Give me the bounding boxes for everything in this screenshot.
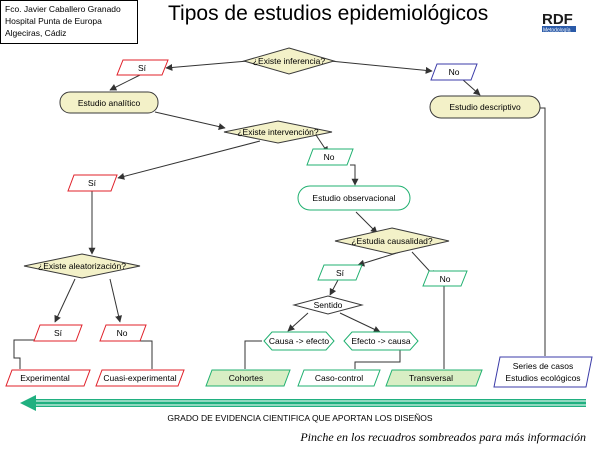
- si-inferencia-label: [116, 59, 169, 76]
- footer-note: Pinche en los recuadros sombreados para …: [300, 430, 586, 444]
- series-ecologicos-node[interactable]: [493, 356, 593, 388]
- si-inferencia-text: Sí: [138, 63, 147, 73]
- no-causalidad-text: No: [440, 274, 451, 284]
- evidence-arrow: [20, 395, 586, 411]
- author-box: Fco. Javier Caballero Granado Hospital P…: [0, 0, 138, 44]
- estudio-descriptivo-text: Estudio descriptivo: [449, 102, 521, 112]
- cohortes-text: Cohortes: [229, 373, 264, 383]
- caso-control-node[interactable]: [297, 369, 381, 387]
- no-intervencion-label: [306, 148, 354, 166]
- series-casos-text: Series de casos: [513, 361, 573, 371]
- experimental-text: Experimental: [20, 373, 70, 383]
- estudio-analitico-text: Estudio analítico: [78, 98, 141, 108]
- cohortes-node[interactable]: [205, 369, 291, 387]
- cuasi-experimental-text: Cuasi-experimental: [103, 373, 176, 383]
- estudio-observacional-text: Estudio observacional: [312, 193, 395, 203]
- causa-efecto-text: Causa -> efecto: [269, 336, 330, 346]
- author-name: Fco. Javier Caballero Granado: [5, 4, 121, 14]
- si-aleatorizacion-label: [33, 324, 83, 342]
- causa-efecto-node: [263, 331, 335, 351]
- sentido-diamond: [292, 295, 364, 315]
- si-causalidad-label: [317, 264, 363, 281]
- logo-subtext: Metodología: [543, 27, 571, 33]
- question-intervencion-diamond: [223, 120, 333, 144]
- no-inferencia-text: No: [449, 67, 460, 77]
- estudios-ecologicos-text: Estudios ecológicos: [505, 373, 580, 383]
- question-aleatorizacion-text: ¿Existe aleatorización?: [38, 261, 126, 271]
- si-intervencion-text: Sí: [88, 178, 97, 188]
- estudio-observacional-node[interactable]: [297, 185, 411, 211]
- no-aleatorizacion-text: No: [117, 328, 128, 338]
- question-causalidad-text: ¿Estudia causalidad?: [351, 236, 433, 246]
- no-inferencia-label: [430, 63, 478, 81]
- author-hospital: Hospital Punta de Europa: [5, 16, 102, 26]
- sentido-text: Sentido: [314, 300, 343, 310]
- efecto-causa-text: Efecto -> causa: [351, 336, 411, 346]
- no-causalidad-label: [422, 270, 468, 287]
- question-aleatorizacion-diamond: [23, 253, 141, 279]
- si-aleatorizacion-text: Sí: [54, 328, 63, 338]
- question-causalidad-diamond: [334, 227, 450, 255]
- author-city: Algeciras, Cádiz: [5, 28, 67, 38]
- si-intervencion-label: [67, 174, 118, 192]
- no-aleatorizacion-label: [99, 324, 147, 342]
- transversal-node[interactable]: [385, 369, 483, 387]
- efecto-causa-node: [343, 331, 419, 351]
- logo-text: RDF: [542, 11, 573, 28]
- cuasi-experimental-node[interactable]: [95, 369, 185, 387]
- estudio-analitico-node[interactable]: [59, 91, 159, 114]
- rdf-logo: RDF Metodología: [540, 8, 590, 34]
- experimental-node[interactable]: [5, 369, 91, 387]
- question-inferencia-text: ¿Existe inferencia?: [253, 56, 326, 66]
- transversal-text: Transversal: [409, 373, 453, 383]
- question-intervencion-text: ¿Existe intervención?: [237, 127, 319, 137]
- page-title: Tipos de estudios epidemiológicos: [168, 2, 489, 25]
- evidence-label: GRADO DE EVIDENCIA CIENTIFICA QUE APORTA…: [167, 413, 432, 423]
- si-causalidad-text: Sí: [336, 268, 345, 278]
- question-inferencia-diamond: [242, 47, 336, 75]
- estudio-descriptivo-node[interactable]: [429, 95, 541, 119]
- caso-control-text: Caso-control: [315, 373, 363, 383]
- no-intervencion-text: No: [324, 152, 335, 162]
